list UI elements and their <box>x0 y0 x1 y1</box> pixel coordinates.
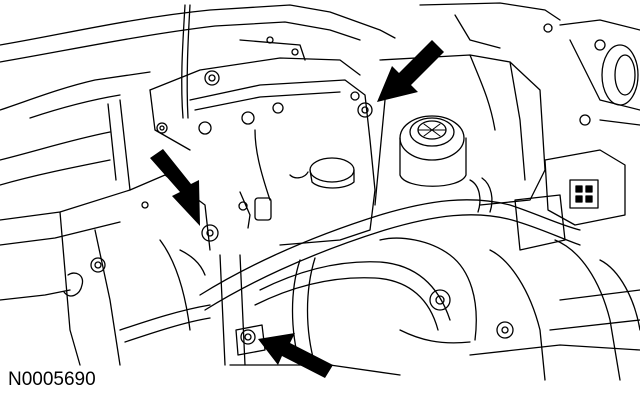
bracket-mount <box>179 191 272 276</box>
coolant-reservoir <box>189 79 376 246</box>
fluid-cap <box>399 115 467 187</box>
lower-bolt <box>235 324 266 356</box>
right-structure <box>543 19 640 126</box>
relay-box <box>514 149 626 251</box>
hood-panel <box>0 2 561 186</box>
reservoir-bolt <box>350 91 373 118</box>
left-fender <box>0 99 211 366</box>
arrow-bottom <box>258 333 333 378</box>
rod <box>181 4 191 119</box>
arrow-left <box>150 149 200 226</box>
hoses <box>119 177 581 343</box>
figure-id-label: N0005690 <box>8 369 96 390</box>
lower-engine <box>159 237 640 381</box>
arrow-top-right <box>377 40 444 102</box>
right-reservoir <box>374 54 546 206</box>
upper-bracket <box>149 36 361 151</box>
